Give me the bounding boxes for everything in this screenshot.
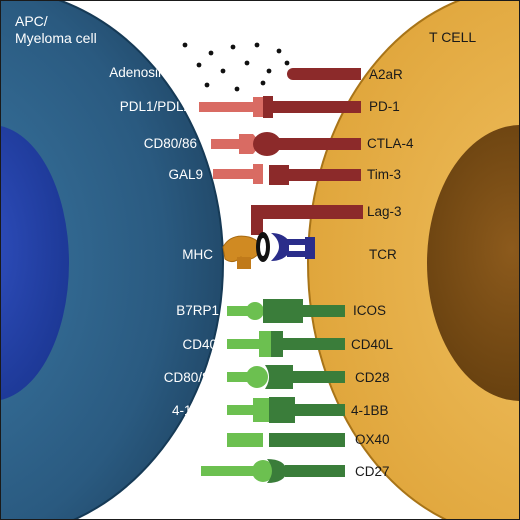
lag3-receptor (251, 205, 363, 235)
cd80-86-costim-ligand (227, 366, 268, 388)
41bb-receptor (269, 397, 345, 423)
icos-receptor (263, 299, 345, 323)
b7rp1-ligand (227, 302, 264, 320)
ligand-label-41bbl: 4-1BBL (171, 403, 217, 418)
apc-title: APC/ Myeloma cell (15, 13, 97, 47)
receptor-label-tim3: Tim-3 (367, 167, 401, 182)
receptor-label-lag3: Lag-3 (367, 204, 402, 219)
ligand-label-cd40: CD40 (182, 337, 217, 352)
ox40l-ligand (227, 433, 263, 447)
ligand-label-cd80-86-inhibitory: CD80/86 (143, 136, 197, 151)
tcell-nucleus (427, 125, 519, 401)
pd1-receptor (263, 96, 361, 118)
receptor-label-a2ar: A2aR (369, 67, 403, 82)
apc-title-line2: Myeloma cell (15, 30, 97, 46)
tcr-receptor (271, 233, 315, 261)
receptor-label-tcr: TCR (369, 247, 397, 262)
41bbl-ligand (227, 398, 269, 422)
ligand-label-gal9: GAL9 (168, 167, 203, 182)
receptor-label-cd40l: CD40L (351, 337, 394, 352)
receptor-label-41bb: 4-1BB (351, 403, 389, 418)
cd28-receptor (265, 365, 345, 389)
receptor-label-ox40: OX40 (355, 432, 390, 447)
tcell-title: T CELL (429, 29, 477, 45)
receptor-label-ctla4: CTLA-4 (367, 136, 414, 151)
ligand-label-mhc: MHC (182, 247, 213, 262)
tcell (307, 1, 519, 519)
ligand-label-ox40l: OX40L (174, 432, 217, 447)
ligand-label-cd70: CD70 (148, 464, 183, 479)
mhc-molecule (222, 235, 261, 269)
apc-title-line1: APC/ (15, 13, 48, 29)
receptor-label-cd28: CD28 (355, 370, 390, 385)
ox40-receptor (269, 433, 345, 447)
cd80-86-inhibitory-ligand (211, 134, 258, 154)
receptor-label-pd1: PD-1 (369, 99, 400, 114)
a2ar-receptor (287, 68, 361, 80)
gal9-ligand (213, 164, 263, 184)
ligand-label-cd80-86-costim: CD80/86 (163, 370, 217, 385)
cd27-receptor (267, 459, 345, 483)
apc-cell (1, 1, 224, 519)
ligand-label-adenosine: Adenosine (109, 65, 173, 80)
apc-nucleus (1, 126, 69, 400)
tim3-receptor (269, 165, 361, 185)
peptide (256, 232, 270, 262)
pdl1-ligand (199, 97, 263, 117)
cd70-ligand (201, 460, 274, 482)
ctla4-receptor (253, 132, 361, 156)
ligand-label-b7rp1: B7RP1 (176, 303, 219, 318)
cd40l-receptor (271, 331, 345, 357)
receptor-label-icos: ICOS (353, 303, 387, 318)
receptor-label-cd27: CD27 (355, 464, 390, 479)
cd40-ligand-apc (227, 331, 273, 357)
ligand-label-pdl1-pdl2: PDL1/PDL2 (119, 99, 191, 114)
adenosine-molecules (182, 42, 290, 92)
